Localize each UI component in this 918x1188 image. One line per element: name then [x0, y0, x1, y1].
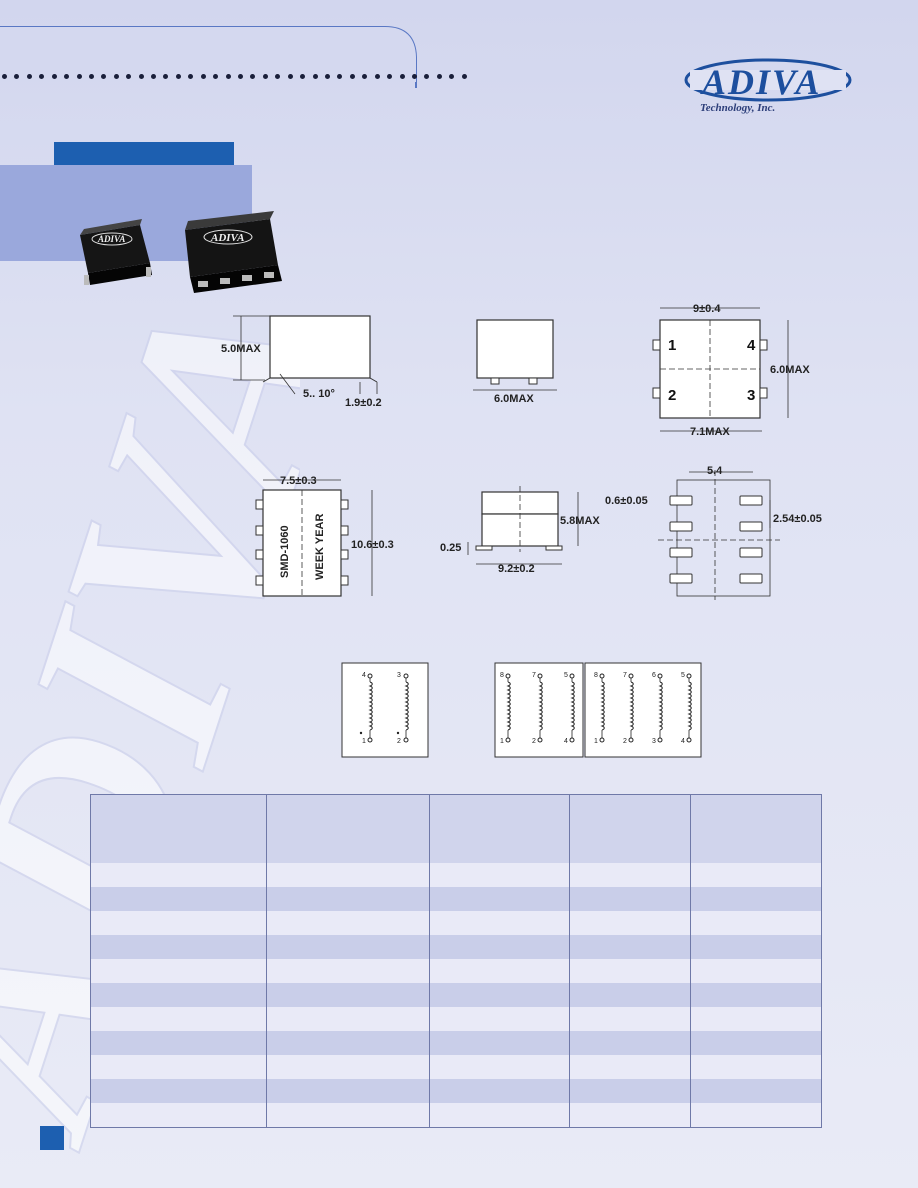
table-row — [90, 1031, 822, 1055]
table-row — [90, 959, 822, 983]
schematic-1: 4 3 1 2 — [341, 662, 429, 758]
pin-label-4: 4 — [747, 337, 756, 354]
pin-label-1: 1 — [668, 337, 676, 354]
top-view-small: 9±0.4 6.0MAX 7.1MAX 1 4 2 3 — [652, 303, 810, 438]
dim-standoff: 0.25 — [440, 542, 461, 554]
s3-top-pin-c: 6 — [652, 672, 656, 679]
table-row — [90, 887, 822, 911]
dim-top-height: 6.0MAX — [770, 364, 810, 376]
s2-bottom-pin-b: 2 — [532, 738, 536, 745]
s3-bottom-pin-c: 3 — [652, 738, 656, 745]
page-marker — [40, 1126, 64, 1150]
s3-top-pin-d: 5 — [681, 672, 685, 679]
s3-top-pin-a: 8 — [594, 672, 598, 679]
schematic-2: 8 7 5 1 2 4 — [494, 662, 584, 758]
dim-pad-size: 0.6±0.05 — [605, 495, 648, 507]
side-view-large: 5.8MAX 0.25 9.2±0.2 — [440, 486, 600, 575]
dim-large-height: 10.6±0.3 — [351, 539, 394, 551]
table-row — [90, 863, 822, 887]
dim-large-side-width: 9.2±0.2 — [498, 563, 535, 575]
dim-pin-offset: 1.9±0.2 — [345, 397, 382, 409]
svg-text:ADIVA: ADIVA — [97, 234, 125, 244]
top-view-large: 7.5±0.3 10.6±0.3 SMD-1060 WEEK YEAR — [255, 475, 394, 597]
end-view-small: 6.0MAX — [473, 319, 557, 405]
drawing-row-2: 7.5±0.3 10.6±0.3 SMD-1060 WEEK YEAR 5.8M… — [255, 465, 822, 600]
s2-bottom-pin-c: 4 — [564, 738, 568, 745]
pin-label-3: 3 — [747, 387, 755, 404]
product-photo: ADIVA ADIVA — [80, 211, 282, 293]
spec-table — [90, 794, 822, 1128]
table-row — [90, 1055, 822, 1079]
side-view-small: 5.0MAX 5.. 10° 1.9±0.2 — [221, 315, 382, 409]
pad-layout: 5.4 0.6±0.05 2.54±0.05 — [605, 465, 822, 600]
s2-top-pin-b: 7 — [532, 672, 536, 679]
s3-bottom-pin-a: 1 — [594, 738, 598, 745]
marking-model: SMD-1060 — [279, 525, 291, 578]
small-transformer: ADIVA — [80, 219, 152, 285]
drawing-row-1: 5.0MAX 5.. 10° 1.9±0.2 6.0MAX 9±0.4 6.0M… — [221, 303, 810, 438]
header-tab — [0, 26, 417, 88]
table-row — [90, 911, 822, 935]
table-row — [90, 1103, 822, 1128]
table-row — [90, 1007, 822, 1031]
s3-bottom-pin-d: 4 — [681, 738, 685, 745]
pin-label-2: 2 — [668, 387, 676, 404]
s1-bottom-pin-a: 1 — [362, 738, 366, 745]
svg-text:ADIVA: ADIVA — [210, 232, 244, 244]
dim-top-width: 9±0.4 — [693, 303, 721, 315]
s2-bottom-pin-a: 1 — [500, 738, 504, 745]
dim-height-max: 5.0MAX — [221, 343, 261, 355]
s2-top-pin-a: 8 — [500, 672, 504, 679]
dim-pad-pitch-width: 5.4 — [707, 465, 723, 477]
dim-pad-pitch: 2.54±0.05 — [773, 513, 822, 525]
logo-wordmark: ADIVA — [700, 62, 821, 102]
s1-bottom-pin-b: 2 — [397, 738, 401, 745]
dim-large-side-height: 5.8MAX — [560, 515, 600, 527]
s2-top-pin-c: 5 — [564, 672, 568, 679]
s3-top-pin-b: 7 — [623, 672, 627, 679]
dim-angle: 5.. 10° — [303, 388, 335, 400]
adiva-logo: ADIVA — [684, 58, 852, 102]
dim-top-pin-width: 7.1MAX — [690, 426, 730, 438]
dotted-rule — [2, 74, 467, 80]
s3-bottom-pin-b: 2 — [623, 738, 627, 745]
logo-subtitle: Technology, Inc. — [700, 102, 776, 114]
dim-side-width: 6.0MAX — [494, 393, 534, 405]
s1-top-pin-a: 4 — [362, 672, 366, 679]
schematics: 4 3 1 2 8 7 5 1 2 4 8 7 6 5 1 2 3 4 — [341, 662, 702, 758]
marking-date: WEEK YEAR — [314, 514, 326, 580]
table-row — [90, 983, 822, 1007]
large-transformer: ADIVA — [185, 211, 282, 293]
table-row — [90, 1079, 822, 1103]
table-header-row — [90, 794, 822, 863]
schematic-3: 8 7 6 5 1 2 3 4 — [584, 662, 702, 758]
dim-large-width: 7.5±0.3 — [280, 475, 317, 487]
table-row — [90, 935, 822, 959]
s1-top-pin-b: 3 — [397, 672, 401, 679]
